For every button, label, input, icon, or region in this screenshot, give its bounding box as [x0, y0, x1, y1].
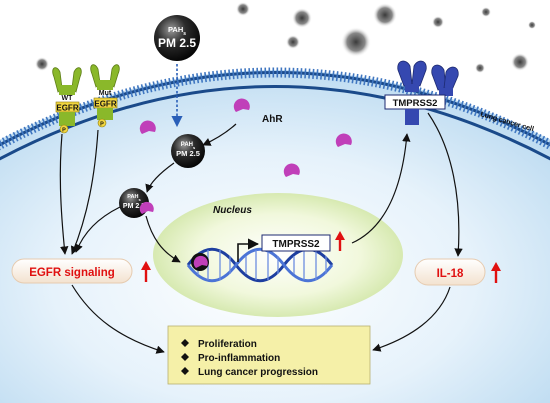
egfr-wt-label: EGFR — [56, 104, 78, 113]
tmprss2-membrane-label: TMPRSS2 — [393, 98, 438, 109]
ahr-binding-arrow — [202, 123, 237, 146]
egfr-outcome-arrow — [71, 284, 165, 354]
mut-label: Mut — [99, 90, 112, 97]
wt-label: WT — [62, 95, 74, 102]
il18-induction-arrow — [427, 112, 463, 257]
ahr-protein — [139, 120, 156, 134]
egfr-signaling-label: EGFR signaling — [29, 267, 115, 279]
outcome-text: Lung cancer progression — [198, 367, 318, 378]
egfr-up-arrow — [141, 261, 151, 282]
pm-particle — [481, 7, 491, 17]
egfr-wt-arrow — [59, 133, 69, 255]
outcome-item: Lung cancer progression — [181, 367, 318, 378]
egfr-mut-arrow — [70, 129, 99, 255]
phospho-mut-label: P — [100, 121, 104, 127]
egfr-mut-label: EGFR — [94, 100, 116, 109]
ahr-protein — [283, 163, 300, 177]
tmprss2-expression-arrow — [351, 133, 411, 244]
pm-particle — [475, 63, 485, 73]
nucleus-label: Nucleus — [213, 205, 252, 216]
egfr-mut-receptor: Mut EGFR P — [90, 64, 120, 127]
outcome-text: Pro-inflammation — [198, 353, 280, 364]
ahr-protein — [335, 133, 352, 147]
pm25-particle-cytoplasm: PAHs PM 2.5 — [171, 134, 205, 168]
pah-ahr-complex: PAHs PM 2.5 — [119, 188, 154, 218]
pah-label-main: PAHs — [168, 25, 186, 37]
pm-particle — [286, 35, 300, 49]
complex-egfr-arrow — [74, 206, 121, 253]
pm25-label-main: PM 2.5 — [158, 36, 196, 50]
il18-outcome-arrow — [372, 286, 451, 352]
ahr-label: AhR — [262, 114, 283, 125]
outcome-text: Proliferation — [198, 339, 257, 350]
ahr-protein — [233, 98, 250, 112]
pm-particle — [236, 2, 250, 16]
il18-pill — [414, 258, 486, 286]
transcription-arrow — [237, 238, 260, 262]
pah-label-cytoplasm: PAHs — [181, 142, 196, 150]
pm-particle — [35, 57, 49, 71]
tmprss2-gene-label: TMPRSS2 — [272, 239, 320, 250]
ahr-protein-complex — [139, 201, 154, 214]
egfr-wt-receptor: WT EGFR P — [52, 67, 82, 133]
tmprss2-receptor: TMPRSS2 — [384, 60, 459, 125]
pm25-label-complex: PM 2.5 — [123, 203, 145, 210]
outcome-item: Proliferation — [181, 339, 257, 350]
il18-label: IL-18 — [437, 268, 464, 280]
tmprss2-up-arrow — [335, 231, 345, 251]
dna-helix — [186, 247, 334, 283]
complex-arrow — [145, 162, 175, 193]
tmprss2-gene-box — [261, 234, 331, 252]
pm-particle — [528, 21, 536, 29]
pm25-particle-main: PAHs PM 2.5 — [154, 15, 200, 61]
nuclear-translocation-arrow — [145, 215, 181, 263]
outcome-item: Pro-inflammation — [181, 353, 280, 364]
pm-particle — [432, 16, 444, 28]
outcome-list: Proliferation Pro-inflammation Lung canc… — [181, 339, 318, 378]
pm-particles — [35, 2, 536, 73]
ahr-proteins — [139, 98, 352, 177]
nucleus — [153, 193, 403, 317]
egfr-signaling-pill — [11, 258, 133, 284]
pah-label-complex: PAHs — [127, 194, 141, 202]
outcome-box — [167, 325, 371, 385]
pm-particle — [292, 8, 312, 28]
il18-up-arrow — [491, 262, 501, 283]
phospho-wt-label: P — [62, 127, 66, 133]
pm-particle — [341, 27, 371, 57]
pm25-label-cytoplasm: PM 2.5 — [176, 149, 200, 158]
pm-particle — [511, 53, 529, 71]
pm-particle — [373, 3, 397, 27]
